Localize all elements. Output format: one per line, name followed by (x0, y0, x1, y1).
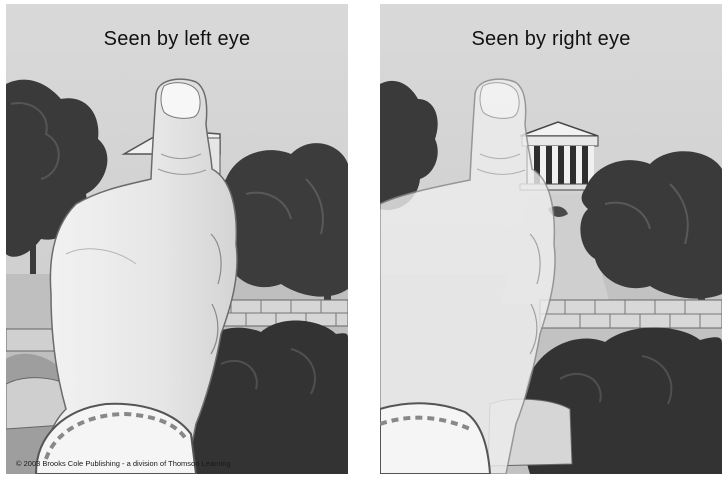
left-eye-scene (6, 4, 348, 474)
right-eye-caption: Seen by right eye (380, 28, 722, 51)
right-eye-scene (380, 4, 722, 474)
right-eye-panel: Seen by right eye (380, 4, 722, 474)
left-eye-panel: Seen by left eye © 2003 Brooks Cole Publ… (6, 4, 348, 474)
left-eye-caption: Seen by left eye (6, 28, 348, 51)
stone-wall-illustration (540, 300, 722, 328)
copyright-credit: © 2003 Brooks Cole Publishing - a divisi… (16, 459, 231, 468)
